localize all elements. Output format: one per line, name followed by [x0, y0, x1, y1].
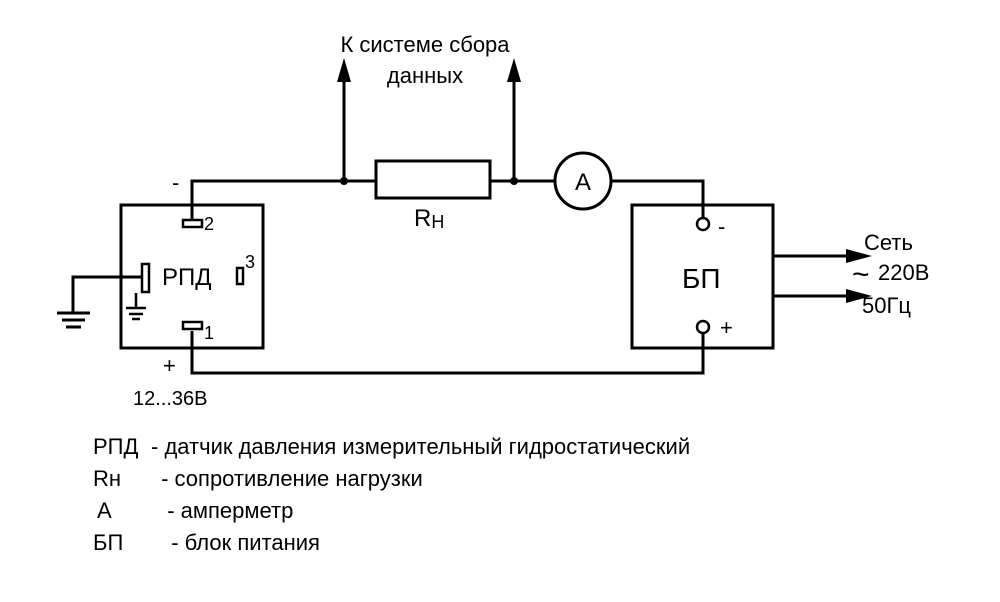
arrow-up-left [337, 58, 351, 82]
legend-term: БП [93, 530, 124, 555]
mains-line2: 220В [878, 260, 929, 285]
junction-right [510, 177, 518, 185]
junction-left [340, 177, 348, 185]
sensor-plus-label: + [163, 353, 176, 378]
power-supply-label: БП [682, 263, 721, 294]
top-wire [190, 179, 376, 225]
pin1-label: 1 [204, 323, 214, 343]
resistor-label: RН [414, 205, 444, 232]
legend-term: Rн [93, 466, 122, 491]
mains-line1: Сеть [864, 230, 913, 255]
ammeter-label: А [575, 169, 591, 196]
top-label-line2: данных [387, 63, 463, 88]
case-terminal [140, 262, 151, 294]
legend-desc: - датчик давления измерительный гидроста… [151, 434, 691, 459]
ps-plus-label: + [720, 315, 733, 340]
top-wire-right [611, 179, 705, 218]
mains-line3: 50Гц [862, 293, 911, 318]
legend-desc: - сопротивление нагрузки [155, 466, 423, 491]
ground-wire [71, 275, 143, 312]
top-label-line1: К системе сбора [340, 32, 510, 57]
ps-minus-terminal [695, 216, 711, 232]
arrow-mains-2 [846, 289, 872, 303]
legend-desc: - амперметр [155, 498, 294, 523]
legend-desc: - блок питания [159, 530, 320, 555]
sensor-voltage-label: 12...36В [133, 388, 208, 410]
legend-term: А [97, 498, 112, 523]
ps-minus-label: - [718, 214, 725, 239]
arrow-up-right [507, 58, 521, 82]
pin2-label: 2 [204, 214, 214, 234]
ps-plus-terminal [695, 319, 711, 335]
arrow-mains-1 [846, 249, 872, 263]
pin3-terminal [235, 266, 245, 286]
pin1-terminal [181, 320, 204, 331]
ammeter-circle [553, 151, 613, 211]
pin3-label: 3 [245, 252, 255, 272]
bottom-wire [190, 331, 705, 375]
pin2-terminal [181, 218, 204, 229]
load-resistor [374, 159, 492, 200]
sensor-minus-label: - [172, 170, 179, 195]
sensor-label: РПД [162, 264, 212, 291]
legend-term: РПД [93, 434, 139, 459]
mains-tilde: ~ [852, 258, 870, 291]
